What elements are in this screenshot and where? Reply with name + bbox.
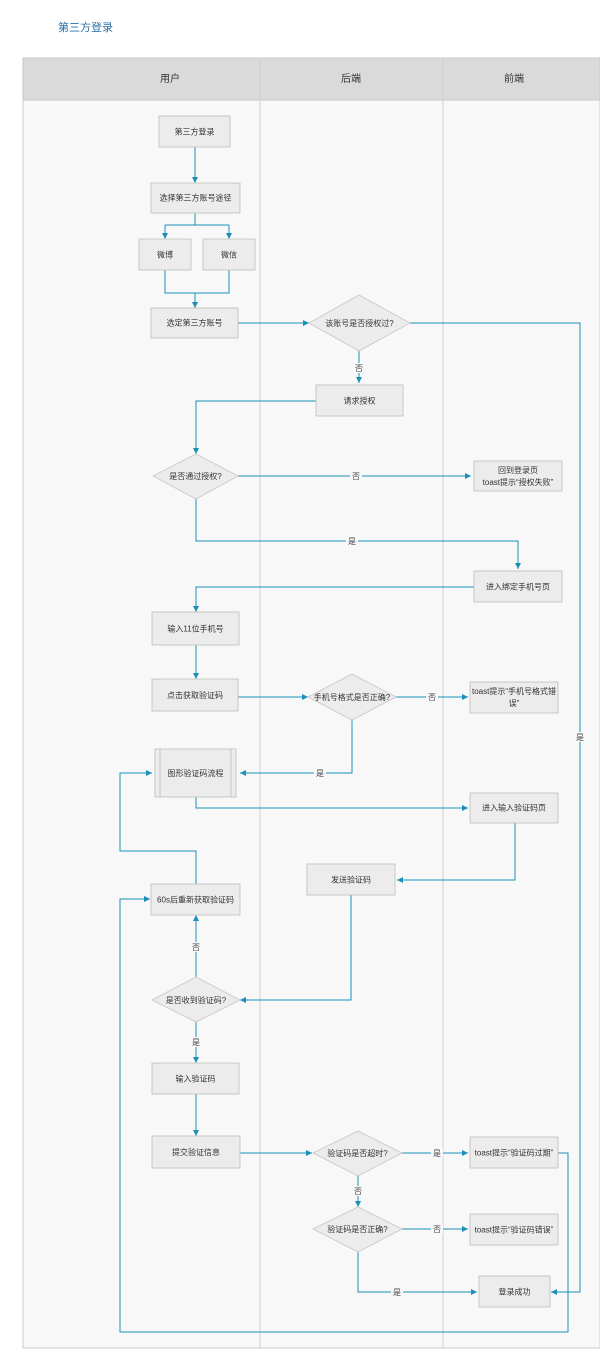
- edge-label-yes: 是: [348, 537, 356, 546]
- node-send-code: [306, 863, 396, 896]
- decision-code-received: [151, 976, 241, 1023]
- node-phone-format-error-line1: toast提示“手机号格式错: [472, 686, 556, 696]
- edge-label-no: 否: [433, 1225, 441, 1234]
- node-input-code-label: 输入验证码: [176, 1074, 216, 1084]
- node-weibo: [138, 238, 192, 271]
- node-code-wrong: [469, 1213, 559, 1246]
- node-back-to-login-line1: 回到登录页: [498, 465, 538, 475]
- edge-correct-yes: [357, 1252, 477, 1295]
- label-bg: [350, 471, 362, 481]
- label-bg: [391, 1287, 403, 1297]
- node-retry-60s: [150, 883, 241, 916]
- node-wechat-label: 微信: [221, 250, 237, 260]
- node-input-code: [151, 1062, 240, 1095]
- edge-retry-captcha: [119, 770, 197, 884]
- edge-choose-split: [165, 213, 229, 226]
- node-back-to-login: [473, 460, 563, 492]
- decision-code-correct: [312, 1206, 403, 1253]
- label-bg: [431, 1148, 443, 1158]
- node-input-phone-label: 输入11位手机号: [167, 624, 223, 634]
- node-weibo-label: 微博: [157, 250, 173, 260]
- edge-captcha-codepage: [195, 797, 468, 811]
- decision-code-correct-label: 验证码是否正确?: [327, 1224, 388, 1234]
- node-login-success-label: 登录成功: [499, 1287, 531, 1297]
- label-bg: [190, 1037, 202, 1047]
- edge-codepage-send: [397, 823, 516, 883]
- edge-label-no: 否: [428, 693, 436, 702]
- node-third-party-login-label: 第三方登录: [175, 127, 215, 137]
- node-phone-format-error-line2: 误”: [509, 699, 520, 708]
- edge-format-yes: [240, 720, 353, 776]
- edge-send-received: [240, 895, 352, 1003]
- decision-passed-auth: [152, 453, 239, 500]
- node-bind-phone-page-label: 进入绑定手机号页: [486, 582, 550, 592]
- edge-request-passed: [193, 400, 316, 454]
- edge-label-no: 否: [192, 943, 200, 952]
- node-send-code-label: 发送验证码: [331, 875, 371, 885]
- lane-backend: 后端: [341, 72, 361, 85]
- node-captcha-flow-label: 图形验证码流程: [168, 768, 224, 778]
- node-code-expired: [469, 1136, 559, 1169]
- node-submit-verify-label: 提交验证信息: [172, 1147, 220, 1157]
- node-code-input-page-label: 进入输入验证码页: [482, 803, 546, 813]
- node-get-code-label: 点击获取验证码: [167, 690, 223, 700]
- node-captcha-flow: [154, 748, 237, 798]
- node-code-expired-label: toast提示“验证码过期”: [475, 1148, 554, 1158]
- node-choose-account-label: 选择第三方账号途径: [160, 193, 232, 203]
- swimlane-header: [22, 57, 600, 101]
- decision-code-timeout: [312, 1130, 403, 1177]
- page-title: 第三方登录: [58, 22, 113, 34]
- node-get-code: [151, 678, 239, 712]
- label-bg: [574, 732, 586, 742]
- node-phone-format-error: [469, 681, 559, 714]
- edge-label-yes: 是: [576, 733, 584, 742]
- node-third-party-login: [158, 115, 231, 148]
- label-bg: [190, 942, 202, 952]
- edge-bind-input: [193, 586, 474, 612]
- node-input-phone: [151, 611, 240, 646]
- edge-label-yes: 是: [433, 1149, 441, 1158]
- lane-user: 用户: [160, 72, 180, 85]
- edge-label-yes: 是: [316, 769, 324, 778]
- edge-authorized-yes: [410, 322, 581, 1295]
- label-bg: [352, 1186, 364, 1196]
- decision-code-timeout-label: 验证码是否超时?: [327, 1148, 388, 1158]
- node-code-wrong-label: toast提示“验证码错误”: [475, 1225, 554, 1235]
- edge-label-no: 否: [354, 1187, 362, 1196]
- decision-account-authorized-label: 该账号是否授权过?: [325, 318, 394, 328]
- edge-label-yes: 是: [393, 1288, 401, 1297]
- node-code-input-page: [469, 792, 559, 824]
- node-retry-60s-label: 60s后重新获取验证码: [157, 895, 234, 905]
- node-bind-phone-page: [473, 570, 563, 603]
- edge-label-no: 否: [355, 364, 363, 373]
- node-wechat: [202, 238, 256, 271]
- decision-code-received-label: 是否收到验证码?: [166, 995, 227, 1005]
- label-bg: [426, 692, 438, 702]
- label-bg: [314, 768, 326, 778]
- edge-label-yes: 是: [192, 1038, 200, 1047]
- label-bg: [346, 536, 358, 546]
- decision-phone-format-label: 手机号格式是否正确?: [314, 692, 391, 702]
- node-choose-account: [150, 182, 241, 214]
- decision-phone-format: [307, 673, 397, 721]
- node-request-auth: [315, 384, 404, 417]
- edge-expired-retry: [119, 896, 569, 1333]
- decision-passed-auth-label: 是否通过授权?: [169, 471, 222, 481]
- node-login-success: [478, 1275, 551, 1308]
- edge-merge: [164, 270, 230, 308]
- node-selected-account: [150, 307, 239, 339]
- node-request-auth-label: 请求授权: [344, 396, 376, 406]
- node-selected-account-label: 选定第三方账号: [167, 318, 223, 328]
- decision-account-authorized: [308, 294, 411, 352]
- label-bg: [353, 363, 365, 373]
- lane-frontend: 前端: [504, 72, 524, 85]
- label-bg: [431, 1224, 443, 1234]
- node-back-to-login-line2: toast提示“授权失败”: [483, 477, 554, 487]
- node-submit-verify: [151, 1135, 241, 1169]
- edge-label-no: 否: [352, 472, 360, 481]
